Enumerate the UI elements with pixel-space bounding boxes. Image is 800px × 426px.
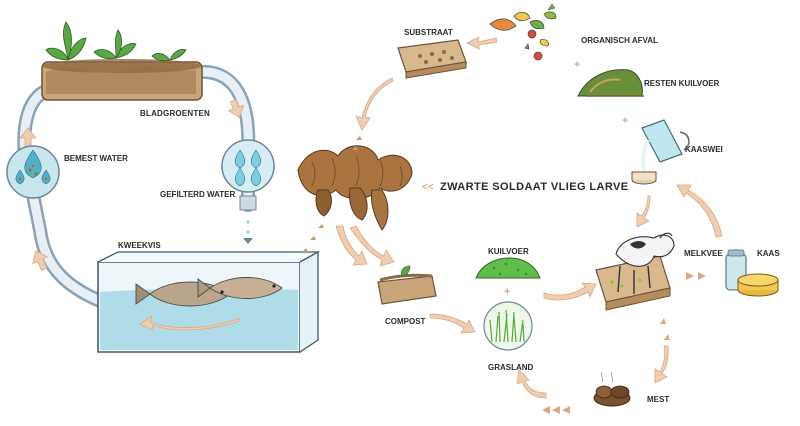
compost-label: COMPOST <box>385 317 426 326</box>
zwarte-soldaat-label: ZWARTE SOLDAAT VLIEG LARVE <box>440 181 628 193</box>
larva-icon <box>297 145 413 231</box>
plus-sign-3: + <box>504 286 510 298</box>
substrate-tray-icon <box>397 39 467 79</box>
fish-tank-icon <box>97 250 321 353</box>
substraat-label: SUBSTRAAT <box>404 28 453 37</box>
mest-label: MEST <box>647 395 669 404</box>
bemest-water-label: BEMEST WATER <box>64 154 128 163</box>
melkvee-label: MELKVEE <box>684 249 723 258</box>
plus-sign-1: + <box>574 59 580 71</box>
cow-icon <box>595 232 675 311</box>
arrow-kaaswei-cow <box>636 195 651 228</box>
gefilterd-water-label: GEFILTERD WATER <box>160 190 235 199</box>
arrow-kaas-kaaswei <box>676 184 723 238</box>
kaaswei-label: KAASWEI <box>685 145 723 154</box>
whey-jug-icon <box>631 119 690 185</box>
silage-heap-icon <box>577 69 644 97</box>
cow-to-cheese-arrows <box>686 272 706 280</box>
leafy-greens-icon <box>41 21 203 101</box>
silage-pile-icon <box>475 257 541 279</box>
kuilvoer-label: KUILVOER <box>488 247 529 256</box>
mest-to-grasland-dots <box>542 406 570 414</box>
organisch-afval-label: ORGANISCH AFVAL <box>581 36 658 45</box>
manure-icon <box>593 371 631 407</box>
organic-waste-icon <box>489 11 557 61</box>
cheese-icon <box>725 249 779 297</box>
compost-box-icon <box>377 265 437 305</box>
arrow-waste-substraat <box>466 36 498 50</box>
larva-to-tank-dots <box>302 224 324 252</box>
arrow-mest-grasland <box>516 369 547 399</box>
arrow-compost-grasland <box>429 313 476 334</box>
plus-sign-2: + <box>622 115 628 127</box>
pipe-arrow-down <box>32 250 49 271</box>
resten-kuilvoer-label: RESTEN KUILVOER <box>644 79 720 88</box>
bladgroenten-label: BLADGROENTEN <box>140 109 210 118</box>
arrow-cow-mest <box>654 345 669 384</box>
arrow-substraat-larva <box>355 77 394 131</box>
kaas-label: KAAS <box>757 249 780 258</box>
arrow-larva-compost <box>349 225 395 267</box>
arrow-larva-compost-2 <box>335 225 368 266</box>
pipe-arrow-right <box>227 98 245 118</box>
kweekvis-label: KWEEKVIS <box>118 241 161 250</box>
gefilterd-water-icon <box>221 139 275 244</box>
grassland-circle-icon <box>483 301 533 351</box>
grasland-label: GRASLAND <box>488 363 534 372</box>
tank-arrow <box>139 315 241 331</box>
bemest-water-icon <box>6 145 60 199</box>
cow-to-mest-dots <box>660 318 670 340</box>
larve-arrows: << <box>422 182 434 193</box>
arrow-grasland-cow <box>543 282 597 301</box>
